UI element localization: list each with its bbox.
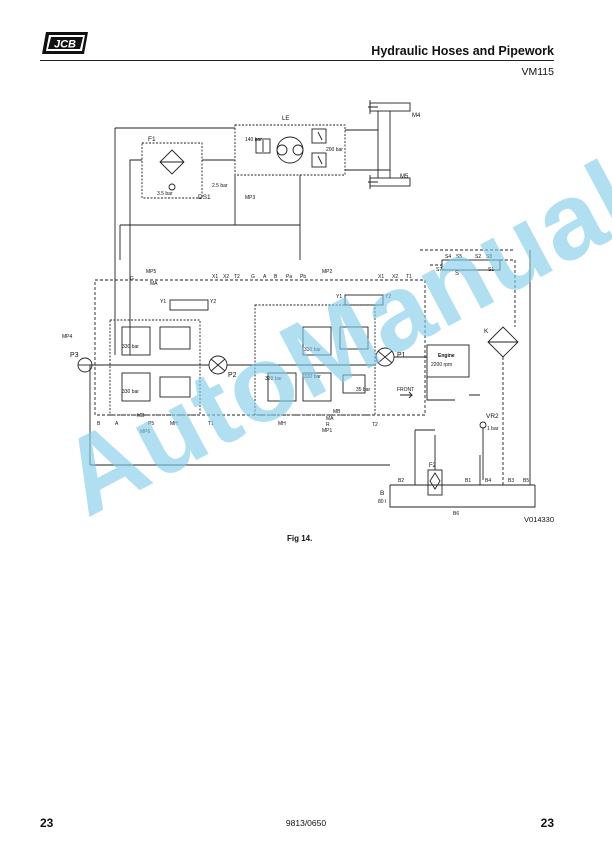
label-mh-left: MH <box>170 421 178 427</box>
label-x2-b: X2 <box>392 274 398 280</box>
label-320bar: 320 bar <box>265 376 282 382</box>
label-s1: S1 <box>488 267 494 273</box>
label-s5: S5 <box>456 254 462 260</box>
pump-p2: P2 <box>208 355 237 379</box>
label-b-right: B <box>274 274 278 280</box>
label-p3: P3 <box>70 352 79 359</box>
label-mp4: MP4 <box>62 334 73 340</box>
valve-section-right: 330 bar 320 bar 330 bar 35 bar Y1 Y2 <box>265 294 391 402</box>
label-rpm: 2200 rpm <box>431 362 452 368</box>
label-s8: S8 <box>486 254 492 260</box>
label-p1: P1 <box>397 352 406 359</box>
label-b-tank: B <box>380 490 384 497</box>
label-x1-a: X1 <box>212 274 218 280</box>
label-mh-right: MH <box>278 421 286 427</box>
label-front: FRONT <box>397 387 414 393</box>
label-b1: B1 <box>465 478 471 484</box>
hydraulic-circuit-diagram: LE 140 bar 200 bar M4 M5 F1 3.5 bar 2.5 … <box>62 100 536 517</box>
page-number-left: 23 <box>40 816 54 830</box>
label-2-5bar: 2.5 bar <box>212 183 228 189</box>
label-pa: Pa <box>286 274 292 280</box>
page-title: Hydraulic Hoses and Pipework <box>371 44 554 58</box>
label-330bar-c: 330 bar <box>304 347 321 353</box>
label-k: K <box>484 328 489 335</box>
document-code: VM115 <box>521 66 555 78</box>
label-mp2: MP2 <box>322 269 333 275</box>
tank-b: B 80 l B2 B1 B4 B3 B5 B6 <box>378 478 536 517</box>
label-s7: S7 <box>436 267 442 273</box>
filter-f1: F1 3.5 bar 2.5 bar DS1 MP3 <box>141 136 256 201</box>
valve-vr2: VR2 1 bar <box>479 413 499 480</box>
label-y2-b: Y2 <box>385 294 391 300</box>
label-p2: P2 <box>228 372 237 379</box>
cylinder-m4: M4 <box>368 100 421 119</box>
label-330bar-d: 330 bar <box>304 374 321 380</box>
label-mp3: MP3 <box>245 195 256 201</box>
label-3-5bar: 3.5 bar <box>157 191 173 197</box>
label-1bar: 1 bar <box>487 426 499 432</box>
label-f2: F2 <box>429 463 437 469</box>
drawing-reference: V014330 <box>524 515 555 524</box>
label-t1-b: T1 <box>208 421 214 427</box>
valve-section-left: 330 bar 330 bar Y1 Y2 <box>121 299 216 402</box>
figure-caption: Fig 14. <box>287 534 313 543</box>
label-t1-a: T1 <box>406 274 412 280</box>
label-ma-right: MA <box>326 416 334 422</box>
label-g-right: G <box>251 274 255 280</box>
label-r: R <box>326 422 330 428</box>
label-mp6: MP6 <box>140 429 151 435</box>
label-mb-left: MB <box>137 413 145 419</box>
label-le: LE <box>282 116 289 122</box>
label-m5: M5 <box>400 174 409 180</box>
footer-code: 9813/0650 <box>285 818 327 828</box>
label-b4: B4 <box>485 478 491 484</box>
label-330bar-b: 330 bar <box>122 389 139 395</box>
jcb-logo: JCB <box>42 32 88 54</box>
label-330bar-a: 330 bar <box>122 344 139 350</box>
valve-s: S S4 S5 S2 S8 S7 S1 <box>436 254 501 277</box>
label-b3: B3 <box>508 478 514 484</box>
label-mp1: MP1 <box>322 428 333 434</box>
label-engine: Engine <box>438 353 455 359</box>
label-mp5: MP5 <box>146 269 157 275</box>
label-y1: Y1 <box>160 299 166 305</box>
page-number-right: 23 <box>540 816 554 830</box>
label-p5: P5 <box>148 421 154 427</box>
pump-p3: P3 <box>70 352 93 373</box>
label-b5: B5 <box>523 478 529 484</box>
label-y1-b: Y1 <box>336 294 342 300</box>
label-b2: B2 <box>398 478 404 484</box>
le-motor-block: LE 140 bar 200 bar <box>234 116 346 176</box>
label-pb: Pb <box>300 274 306 280</box>
label-s2: S2 <box>475 254 481 260</box>
label-200bar: 200 bar <box>326 147 343 153</box>
label-f1: F1 <box>148 136 156 143</box>
label-s4: S4 <box>445 254 451 260</box>
label-t2-a: T2 <box>234 274 240 280</box>
label-x1-b: X1 <box>378 274 384 280</box>
label-a-left: A <box>115 421 119 427</box>
label-80l: 80 l <box>378 499 386 505</box>
front-arrow: FRONT <box>397 387 414 399</box>
label-mb-right: MB <box>333 409 341 415</box>
label-ds1: DS1 <box>198 194 211 201</box>
label-140bar: 140 bar <box>245 137 262 143</box>
label-x2-a: X2 <box>223 274 229 280</box>
label-35bar: 35 bar <box>356 387 371 393</box>
label-m4: M4 <box>412 113 421 119</box>
label-b-left: B <box>97 421 101 427</box>
label-b6: B6 <box>453 511 459 517</box>
label-ma-left: MA <box>150 281 158 287</box>
header-rule <box>40 60 554 61</box>
cylinder-m5: M5 <box>368 174 411 189</box>
label-s: S <box>455 271 459 277</box>
logo-text: JCB <box>54 39 76 51</box>
label-g-left: G <box>130 276 134 282</box>
label-t2-b: T2 <box>372 422 378 428</box>
engine: Engine 2200 rpm <box>425 344 480 401</box>
label-vr2: VR2 <box>486 413 499 420</box>
label-a-right: A <box>263 274 267 280</box>
label-y2: Y2 <box>210 299 216 305</box>
